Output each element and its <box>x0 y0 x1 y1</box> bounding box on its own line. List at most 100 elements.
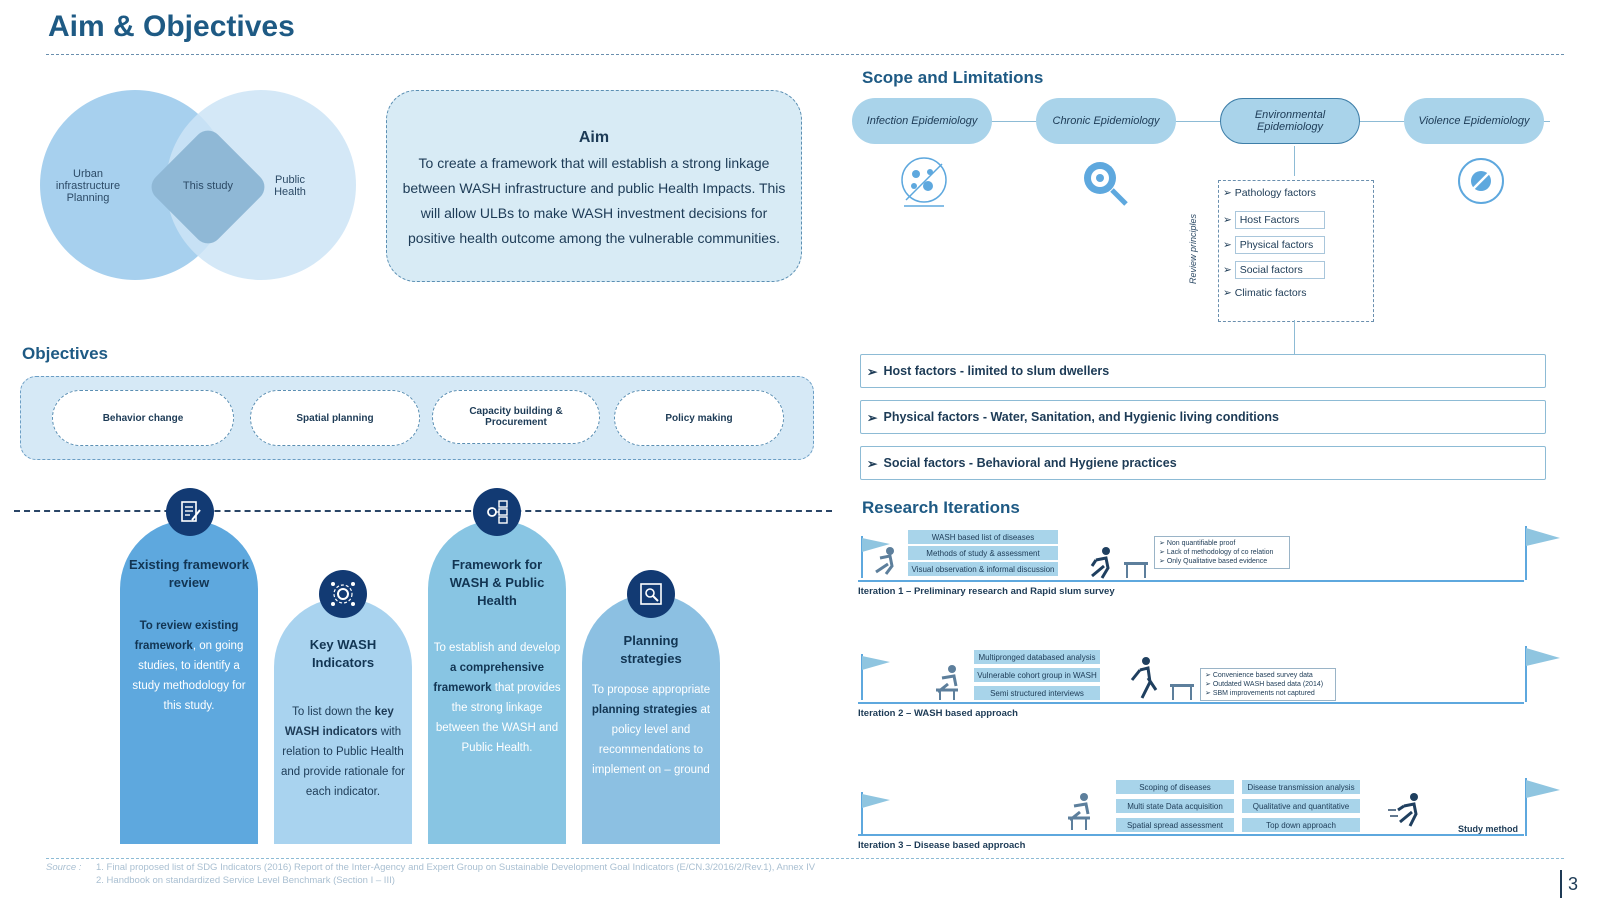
arch-key-wash-indicators: Key WASH Indicators To list down the key… <box>274 598 412 844</box>
hurdle-icon <box>1124 562 1148 583</box>
runner-start-icon <box>872 546 898 581</box>
aim-heading: Aim <box>578 129 610 146</box>
objective-policy-making: Policy making <box>614 390 784 446</box>
footer-divider <box>46 858 1564 859</box>
factor-physical: ➢ Physical factors <box>1223 236 1325 254</box>
iteration-tag: Qualitative and quantitative <box>1242 799 1360 813</box>
iteration-title: Iteration 1 – Preliminary research and R… <box>858 586 1115 597</box>
iteration-tag: Visual observation & informal discussion <box>908 562 1058 576</box>
iteration-track <box>858 580 1524 582</box>
arch-text: To list down the key WASH indicators wit… <box>276 702 410 802</box>
hurdle-icon <box>1170 684 1194 705</box>
arch-text-pre: To list down the <box>292 706 375 718</box>
venn-label-left: Urban infrastructure Planning <box>55 168 121 204</box>
arch-title: Planning strategies <box>620 633 682 666</box>
scope-heading: Scope and Limitations <box>862 68 1044 87</box>
magnifier-virus-icon <box>1078 156 1134 217</box>
arch-text-bold: key WASH indicators <box>284 706 394 738</box>
source-line-2: 2. Handbook on standardized Service Leve… <box>96 875 395 886</box>
iteration-tag: Semi structured interviews <box>974 686 1100 700</box>
objective-spatial-planning: Spatial planning <box>250 390 420 446</box>
iteration-tag: Spatial spread assessment <box>1116 818 1234 832</box>
title-divider <box>46 54 1564 55</box>
scope-row-host: ➢Host factors - limited to slum dwellers <box>860 354 1546 388</box>
arch-text: To propose appropriate planning strategi… <box>586 680 716 780</box>
finish-flag-icon <box>1524 776 1564 841</box>
arch-text-bold: planning strategies <box>591 704 698 716</box>
runner-icon <box>1128 656 1158 705</box>
start-flag-icon <box>860 790 894 841</box>
runner-icon <box>1086 546 1116 585</box>
runner-icon <box>1388 792 1424 835</box>
arch-text-rest: that provides the strong linkage between… <box>435 682 561 754</box>
aim-text: To create a framework that will establis… <box>402 155 786 246</box>
study-method-label: Study method <box>1458 824 1518 834</box>
arch-text: To review existing framework, on going s… <box>128 616 250 716</box>
venn-label-right: Public Health <box>274 174 306 198</box>
page-title: Aim & Objectives <box>48 10 295 43</box>
review-down-connector <box>1294 320 1295 354</box>
start-flag-icon <box>860 652 894 705</box>
runner-hurdle-icon <box>1064 792 1094 835</box>
arch-text-pre: To propose appropriate <box>591 684 711 696</box>
venn-diagram: Urban infrastructure Planning This study… <box>40 90 360 282</box>
factor-climatic: ➢ Climatic factors <box>1223 287 1307 299</box>
arches-divider <box>14 510 832 512</box>
map-search-icon <box>627 570 675 618</box>
scope-violence-epidemiology: Violence Epidemiology <box>1404 98 1544 144</box>
aim-box: Aim To create a framework that will esta… <box>386 90 802 282</box>
iteration-title: Iteration 2 – WASH based approach <box>858 708 1018 719</box>
iteration-3: Scoping of diseases Multi state Data acq… <box>858 776 1570 852</box>
arch-existing-framework: Existing framework review To review exis… <box>120 520 258 844</box>
iteration-track <box>858 702 1524 704</box>
arch-framework-wash-health: Framework for WASH & Public Health To es… <box>428 520 566 844</box>
venn-label-middle: This study <box>182 180 234 192</box>
scope-chronic-epidemiology: Chronic Epidemiology <box>1036 98 1176 144</box>
iteration-2: Multipronged databased analysis Vulnerab… <box>858 646 1570 720</box>
factor-pathology: ➢ Pathology factors <box>1223 187 1316 199</box>
arch-text: To establish and develop a comprehensive… <box>430 638 564 758</box>
scope-environmental-epidemiology: Environmental Epidemiology <box>1220 98 1360 144</box>
scope-row-physical: ➢Physical factors - Water, Sanitation, a… <box>860 400 1546 434</box>
page-number-divider <box>1560 870 1562 898</box>
arch-planning-strategies: Planning strategies To propose appropria… <box>582 594 720 844</box>
arch-title: Framework for WASH & Public Health <box>449 557 545 608</box>
arch-text-pre: To establish and develop <box>433 642 561 654</box>
iteration-track <box>858 834 1524 836</box>
start-flag-icon <box>860 534 894 583</box>
iteration-tag: Top down approach <box>1242 818 1360 832</box>
arch-title: Key WASH Indicators <box>309 637 377 670</box>
iteration-notes: ➢ Non quantifiable proof ➢ Lack of metho… <box>1154 536 1290 569</box>
objective-behavior-change: Behavior change <box>52 390 234 446</box>
arch-text-bold: To review existing framework <box>134 620 239 652</box>
iteration-tag: Multipronged databased analysis <box>974 650 1100 664</box>
no-bacteria-icon <box>1456 156 1506 211</box>
arch-text-bold: a comprehensive framework <box>433 662 544 694</box>
arch-text-rest: at policy level and recommendations to i… <box>592 704 711 776</box>
review-principles-label: Review principles <box>1188 213 1199 285</box>
runner-hurdle-icon <box>932 664 962 705</box>
iteration-tag: Vulnerable cohort group in WASH <box>974 668 1100 682</box>
finish-flag-icon <box>1524 644 1564 709</box>
scope-vertical-connector <box>1294 146 1295 176</box>
iteration-notes: ➢ Convenience based survey data ➢ Outdat… <box>1200 668 1336 701</box>
research-heading: Research Iterations <box>862 498 1020 517</box>
iteration-tag: Disease transmission analysis <box>1242 780 1360 794</box>
document-edit-icon <box>166 488 214 536</box>
objectives-heading: Objectives <box>22 344 108 363</box>
factor-social: ➢ Social factors <box>1223 261 1325 279</box>
iteration-tag: Scoping of diseases <box>1116 780 1234 794</box>
iteration-tag: WASH based list of diseases <box>908 530 1058 544</box>
arch-title: Existing framework review <box>129 557 249 590</box>
gear-flowchart-icon <box>473 488 521 536</box>
source-line-1: 1. Final proposed list of SDG Indicators… <box>96 862 816 873</box>
virus-icon <box>898 156 950 213</box>
iteration-tag: Multi state Data acquisition <box>1116 799 1234 813</box>
arch-text-rest: , on going studies, to identify a study … <box>132 640 246 712</box>
iteration-title: Iteration 3 – Disease based approach <box>858 840 1026 851</box>
page-number: 3 <box>1568 874 1579 894</box>
scope-row-social: ➢Social factors - Behavioral and Hygiene… <box>860 446 1546 480</box>
objective-capacity-building: Capacity building & Procurement <box>432 390 600 444</box>
iteration-1: WASH based list of diseases Methods of s… <box>858 526 1570 600</box>
scope-infection-epidemiology: Infection Epidemiology <box>852 98 992 144</box>
